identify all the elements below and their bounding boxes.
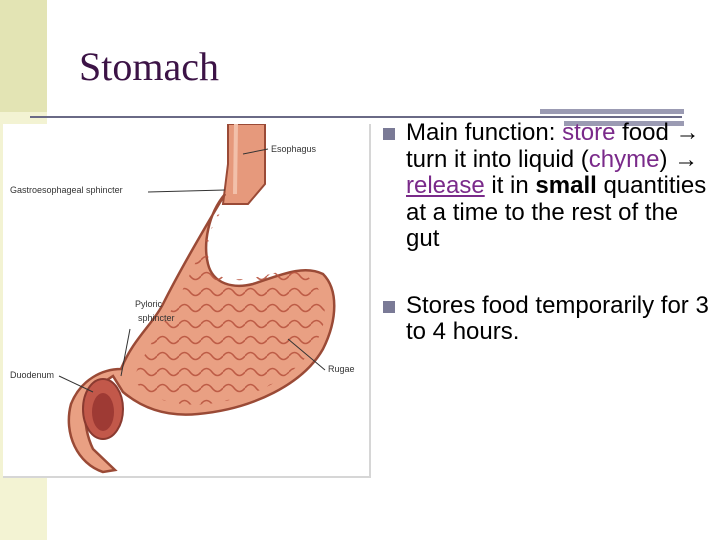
highlight-release: release — [406, 172, 485, 199]
accent-bar — [540, 109, 684, 114]
stomach-illustration — [58, 124, 336, 474]
highlight-chyme: chyme — [588, 145, 660, 173]
label-sphincter: sphincter — [138, 313, 175, 323]
bullet-list: Main function: store food → turn it into… — [382, 119, 712, 346]
arrow-icon: → — [674, 145, 699, 173]
bullet-text: Main function: — [406, 119, 563, 146]
bullet-square-icon — [383, 128, 395, 140]
label-rugae: Rugae — [328, 364, 355, 374]
bullet-storage-duration: Stores food temporarily for 3 to 4 hours… — [382, 291, 712, 346]
bullet-main-function: Main function: store food → turn it into… — [382, 119, 712, 253]
accent-bar — [564, 121, 684, 126]
bullet-text: food — [615, 119, 676, 146]
arrow-icon: → — [675, 119, 700, 146]
bullet-square-icon — [383, 300, 395, 313]
stomach-anatomy-figure: Esophagus Gastroesophageal sphincter Pyl… — [3, 124, 371, 478]
bullet-text: ) — [659, 145, 675, 173]
title-accent-block — [0, 0, 47, 112]
bullet-text: quantities at a time to the rest of the … — [406, 172, 707, 252]
bullet-text: Stores food temporarily for 3 to 4 hours… — [406, 291, 709, 345]
label-gastroesophageal-sphincter: Gastroesophageal sphincter — [10, 185, 123, 195]
bullet-text: turn it into liquid ( — [406, 145, 589, 173]
label-duodenum: Duodenum — [10, 370, 55, 380]
label-pyloric: Pyloric — [135, 299, 163, 309]
emphasis-small: small — [535, 172, 597, 199]
title-divider — [30, 116, 682, 118]
highlight-store: store — [562, 119, 616, 146]
bullet-text: it in — [484, 172, 536, 199]
label-esophagus: Esophagus — [271, 144, 317, 154]
slide-title: Stomach — [79, 44, 219, 89]
